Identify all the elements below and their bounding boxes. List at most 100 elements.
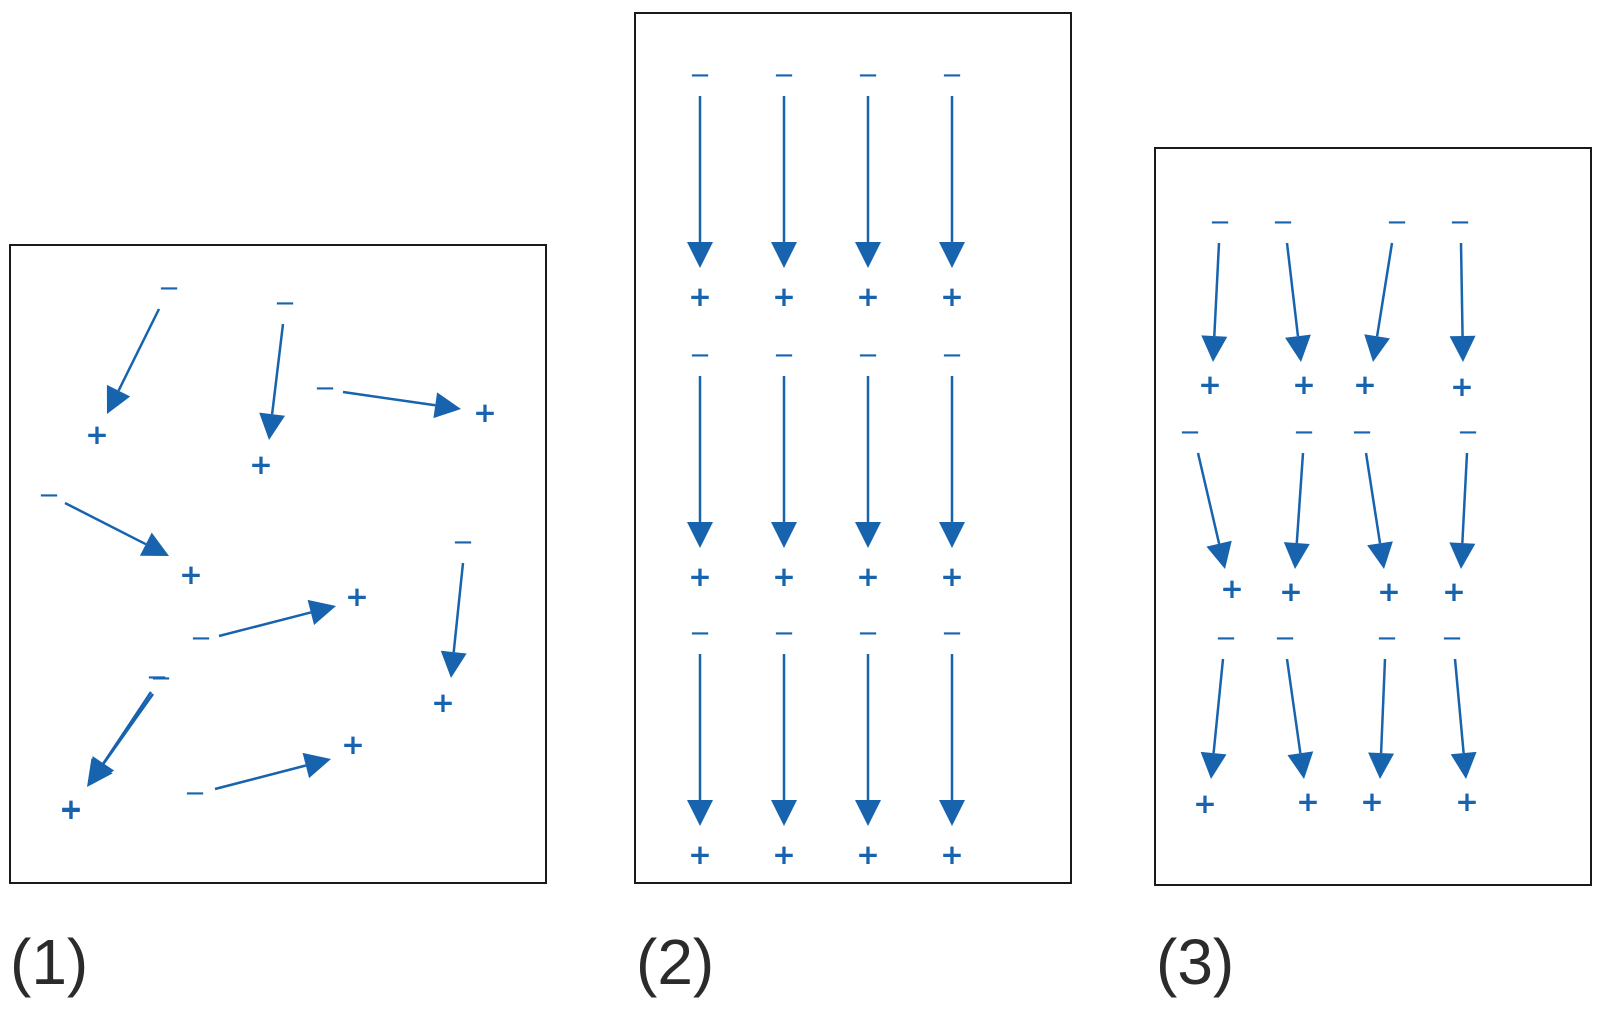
negative-charge-sign: − — [158, 274, 180, 304]
positive-charge-sign: + — [59, 792, 82, 825]
arrow-shaft — [1461, 452, 1469, 544]
arrow-head — [1283, 542, 1310, 569]
arrow-head — [771, 522, 797, 548]
dipole: −+ — [1449, 208, 1476, 403]
arrow-head — [1200, 751, 1227, 779]
negative-charge-sign: − — [1272, 208, 1294, 238]
negative-charge-sign: − — [857, 341, 879, 371]
positive-charge-sign: + — [179, 558, 202, 591]
negative-charge-sign: − — [146, 663, 168, 693]
arrow-shaft — [1364, 452, 1382, 544]
panel-partially-aligned-dipoles: −+−+−+−+−+−+−+−+−+−+−+−+ — [1154, 147, 1592, 886]
negative-charge-sign: − — [314, 374, 336, 404]
dipole: −+ — [939, 619, 965, 871]
arrow-head — [687, 242, 713, 268]
positive-charge-sign: + — [59, 793, 82, 826]
dipole: −+ — [1360, 624, 1398, 819]
negative-charge-sign: − — [941, 61, 963, 91]
arrow-head — [1364, 334, 1390, 362]
panel-random-dipoles: −+−+−+−+−+−+−+−+−+ — [9, 244, 547, 884]
positive-charge-sign: + — [1292, 368, 1315, 401]
negative-charge-sign: − — [941, 341, 963, 371]
dipole: −+ — [38, 481, 203, 592]
dipole: −+ — [1441, 624, 1479, 819]
positive-charge-sign: + — [688, 838, 711, 871]
arrow-head — [855, 522, 881, 548]
negative-charge-sign: − — [1441, 624, 1463, 654]
arrow-head — [687, 800, 713, 826]
negative-charge-sign: − — [1351, 418, 1373, 448]
dipole: −+ — [85, 274, 180, 452]
positive-charge-sign: + — [1450, 370, 1473, 403]
dipole: −+ — [771, 341, 797, 593]
positive-charge-sign: + — [473, 396, 496, 429]
positive-charge-sign: + — [856, 280, 879, 313]
arrow-head — [106, 384, 131, 414]
arrow-shaft — [64, 501, 147, 546]
dipole: −+ — [1272, 208, 1316, 402]
negative-charge-sign: − — [1449, 208, 1471, 238]
positive-charge-sign: + — [249, 448, 272, 481]
arrow-head — [433, 392, 461, 419]
negative-charge-sign: − — [1209, 208, 1231, 238]
arrow-shaft — [218, 611, 312, 638]
positive-charge-sign: + — [1377, 575, 1400, 608]
arrow-shaft — [1212, 658, 1225, 754]
positive-charge-sign: + — [1296, 785, 1319, 818]
dipole: −+ — [184, 728, 365, 809]
arrow-shaft — [1285, 242, 1300, 337]
dipole: −+ — [1442, 418, 1479, 609]
negative-charge-sign: − — [773, 341, 795, 371]
arrow-head — [939, 242, 965, 268]
negative-charge-sign: − — [773, 619, 795, 649]
negative-charge-sign: − — [1457, 418, 1479, 448]
positive-charge-sign: + — [688, 560, 711, 593]
arrow-head — [939, 800, 965, 826]
arrow-shaft — [1459, 242, 1464, 337]
positive-charge-sign: + — [1193, 787, 1216, 820]
positive-charge-sign: + — [940, 280, 963, 313]
arrow-shaft — [102, 691, 153, 765]
arrow-shaft — [1295, 452, 1305, 544]
negative-charge-sign: − — [184, 779, 206, 809]
dipole: −+ — [687, 619, 713, 871]
negative-charge-sign: − — [857, 61, 879, 91]
arrow-shaft — [452, 562, 465, 653]
negative-charge-sign: − — [773, 61, 795, 91]
arrow-head — [687, 522, 713, 548]
positive-charge-sign: + — [341, 728, 364, 761]
negative-charge-sign: − — [941, 619, 963, 649]
dipole-diagram-2: −+−+−+−+−+−+−+−+−+−+−+−+ — [687, 61, 965, 871]
arrow-shaft — [1213, 242, 1221, 337]
arrow-shaft — [1379, 658, 1387, 754]
arrow-head — [1368, 752, 1395, 779]
panel-label-1: (1) — [10, 926, 89, 998]
positive-charge-sign: + — [688, 280, 711, 313]
arrow-head — [855, 800, 881, 826]
dipole: −+ — [1274, 624, 1320, 819]
arrow-shaft — [1196, 452, 1221, 544]
dipole: −+ — [314, 374, 497, 430]
dipole-diagram-1: −+−+−+−+−+−+−+−+−+ — [38, 274, 497, 827]
negative-charge-sign: − — [689, 61, 711, 91]
positive-charge-sign: + — [1279, 575, 1302, 608]
positive-charge-sign: + — [772, 560, 795, 593]
positive-charge-sign: + — [1455, 785, 1478, 818]
dipole: −+ — [1198, 208, 1231, 402]
negative-charge-sign: − — [1376, 624, 1398, 654]
dipole: −+ — [1193, 624, 1237, 821]
dipole: −+ — [855, 61, 881, 313]
dipole: −+ — [1351, 418, 1401, 609]
positive-charge-sign: + — [772, 838, 795, 871]
positive-charge-sign: + — [431, 686, 454, 719]
arrow-shaft — [1285, 658, 1302, 754]
positive-charge-sign: + — [856, 838, 879, 871]
positive-charge-sign: + — [1360, 785, 1383, 818]
negative-charge-sign: − — [689, 341, 711, 371]
arrow-shaft — [214, 764, 307, 791]
arrow-head — [1367, 541, 1393, 569]
dipole: −+ — [59, 663, 168, 826]
negative-charge-sign: − — [1386, 208, 1408, 238]
panel-label-2: (2) — [636, 926, 715, 998]
negative-charge-sign: − — [150, 664, 172, 694]
